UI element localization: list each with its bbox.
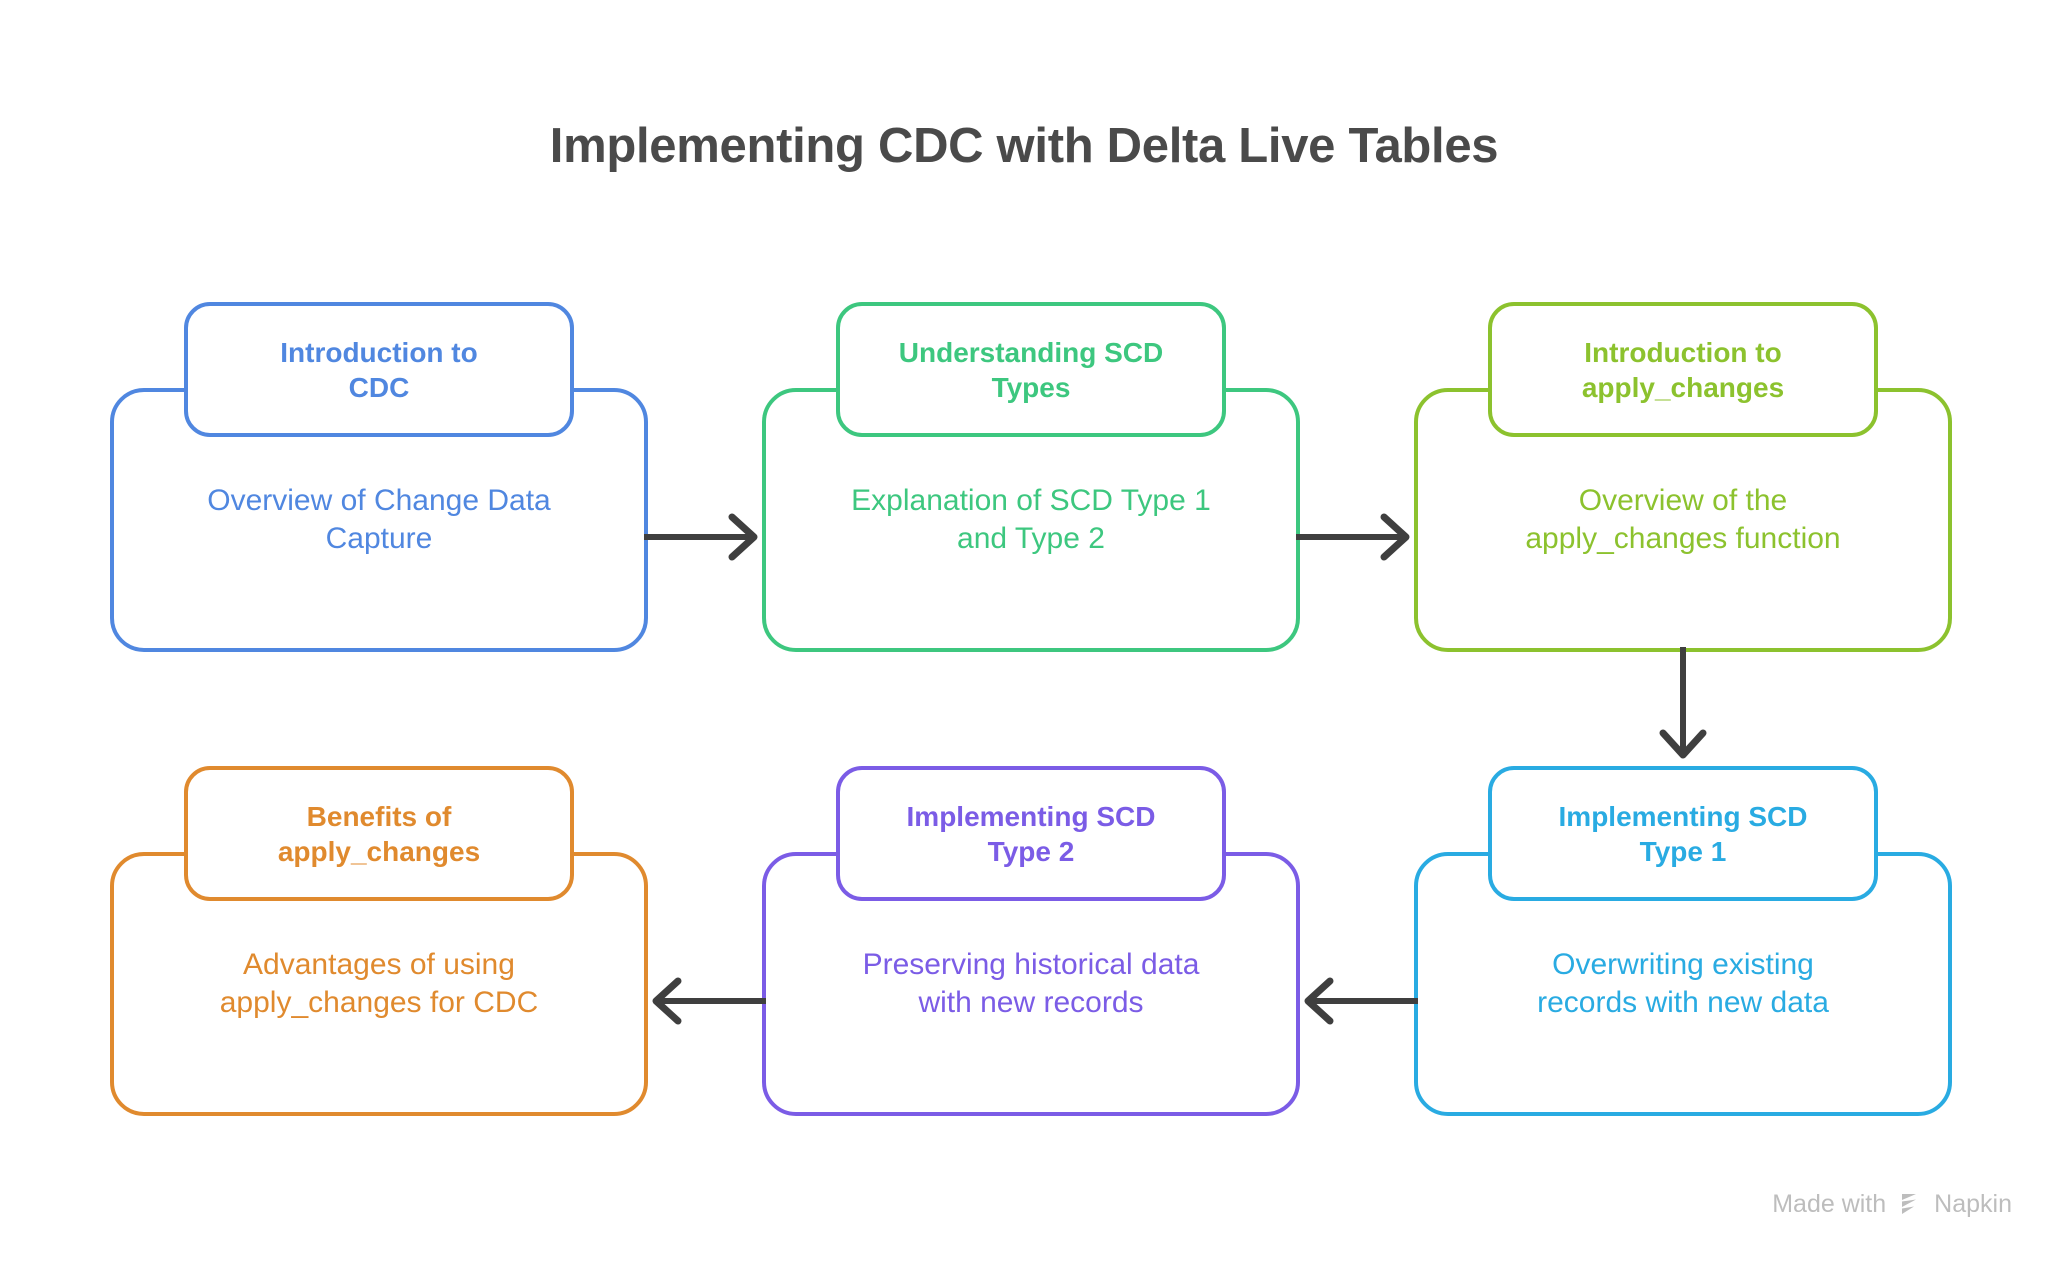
card-description-text: Explanation of SCD Type 1 and Type 2 [851, 483, 1211, 555]
card-description-text: Overview of the apply_changes function [1525, 483, 1841, 555]
page-title: Implementing CDC with Delta Live Tables [549, 119, 1499, 173]
card-description-text: Advantages of using apply_changes for CD… [219, 947, 539, 1019]
card-header-text: Implementing SCD Type 1 [1558, 800, 1808, 867]
connector-cdc-to-scd-types-arrow-icon [644, 513, 758, 561]
card-description-text: Overwriting existing records with new da… [1537, 947, 1829, 1019]
watermark-brand: Napkin [1934, 1190, 2012, 1218]
card-description: Explanation of SCD Type 1 and Type 2 [762, 388, 1300, 652]
napkin-logo-icon [1902, 1193, 1917, 1214]
card-description: Preserving historical data with new reco… [762, 852, 1300, 1116]
card-description: Overview of the apply_changes function [1414, 388, 1952, 652]
card-header-text: Understanding SCD Types [898, 336, 1164, 403]
connector-scd-type-1-to-scd-type-2-arrow-icon [1304, 977, 1418, 1025]
card-header-text: Introduction to CDC [280, 336, 478, 403]
card-header[interactable]: Introduction to CDC [184, 302, 574, 437]
card-description-text: Overview of Change Data Capture [207, 483, 551, 555]
watermark-prefix: Made with [1772, 1190, 1887, 1218]
napkin-watermark: Made with Napkin [1772, 1190, 2012, 1219]
card-header-text: Introduction to apply_changes [1581, 336, 1785, 403]
card-header[interactable]: Implementing SCD Type 1 [1488, 766, 1878, 901]
connector-scd-type-2-to-benefits-arrow-icon [652, 977, 766, 1025]
card-introduction-to-apply-changes[interactable]: Overview of the apply_changes function I… [1414, 302, 1952, 652]
card-header[interactable]: Understanding SCD Types [836, 302, 1226, 437]
card-description: Overwriting existing records with new da… [1414, 852, 1952, 1116]
connector-apply-changes-to-scd-type-1-arrow-icon [1659, 647, 1707, 759]
card-header-text: Benefits of apply_changes [277, 800, 481, 867]
card-header[interactable]: Introduction to apply_changes [1488, 302, 1878, 437]
card-implementing-scd-type-2[interactable]: Preserving historical data with new reco… [762, 766, 1300, 1116]
card-description: Overview of Change Data Capture [110, 388, 648, 652]
card-implementing-scd-type-1[interactable]: Overwriting existing records with new da… [1414, 766, 1952, 1116]
card-header-text: Implementing SCD Type 2 [906, 800, 1156, 867]
card-header[interactable]: Implementing SCD Type 2 [836, 766, 1226, 901]
connector-scd-types-to-apply-changes-arrow-icon [1296, 513, 1410, 561]
card-description: Advantages of using apply_changes for CD… [110, 852, 648, 1116]
card-description-text: Preserving historical data with new reco… [862, 947, 1200, 1019]
card-introduction-to-cdc[interactable]: Overview of Change Data Capture Introduc… [110, 302, 648, 652]
card-header[interactable]: Benefits of apply_changes [184, 766, 574, 901]
card-understanding-scd-types[interactable]: Explanation of SCD Type 1 and Type 2 Und… [762, 302, 1300, 652]
card-benefits-of-apply-changes[interactable]: Advantages of using apply_changes for CD… [110, 766, 648, 1116]
